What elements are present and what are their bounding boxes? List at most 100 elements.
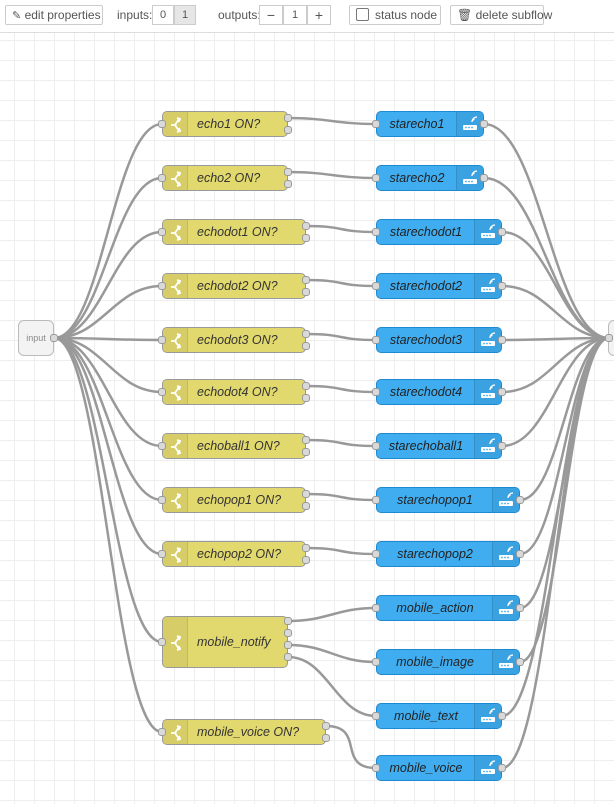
- switch-node-output-port[interactable]: [284, 126, 292, 134]
- wire-switch-to-action[interactable]: [305, 492, 377, 502]
- action-node[interactable]: starechodot4: [376, 379, 502, 405]
- switch-node-output-port[interactable]: [284, 653, 292, 661]
- switch-node-output-port[interactable]: [302, 342, 310, 350]
- action-node-output-port[interactable]: [498, 442, 506, 450]
- wire-action-to-output[interactable]: [501, 230, 610, 340]
- switch-node-output-port[interactable]: [302, 544, 310, 552]
- switch-node[interactable]: echopop1 ON?: [162, 487, 306, 513]
- switch-node[interactable]: echoball1 ON?: [162, 433, 306, 459]
- switch-node[interactable]: echo2 ON?: [162, 165, 288, 191]
- switch-node[interactable]: echodot2 ON?: [162, 273, 306, 299]
- wire-input-to-switch[interactable]: [53, 284, 163, 340]
- action-node-input-port[interactable]: [372, 120, 380, 128]
- status-node-checkbox[interactable]: [356, 8, 369, 21]
- wire-action-to-output[interactable]: [501, 284, 610, 340]
- action-node-input-port[interactable]: [372, 764, 380, 772]
- switch-node-output-port[interactable]: [302, 502, 310, 510]
- switch-node-input-port[interactable]: [158, 550, 166, 558]
- outputs-increment-button[interactable]: +: [307, 5, 331, 25]
- action-node[interactable]: starechodot3: [376, 327, 502, 353]
- switch-node-input-port[interactable]: [158, 728, 166, 736]
- switch-node-input-port[interactable]: [158, 442, 166, 450]
- delete-subflow-button[interactable]: 🗑 delete subflow: [450, 5, 552, 25]
- switch-node[interactable]: echopop2 ON?: [162, 541, 306, 567]
- wire-action-to-output[interactable]: [501, 336, 610, 448]
- action-node[interactable]: starechopop2: [376, 541, 520, 567]
- switch-node-output-port[interactable]: [302, 382, 310, 390]
- action-node-output-port[interactable]: [498, 228, 506, 236]
- switch-node[interactable]: echodot3 ON?: [162, 327, 306, 353]
- edit-properties-button[interactable]: ✎ edit properties: [5, 5, 103, 25]
- wire-switch-to-action[interactable]: [305, 384, 377, 394]
- switch-node-output-port[interactable]: [284, 629, 292, 637]
- action-node[interactable]: mobile_image: [376, 649, 520, 675]
- action-node-output-port[interactable]: [516, 604, 524, 612]
- wire-input-to-switch[interactable]: [53, 230, 163, 340]
- action-node[interactable]: mobile_text: [376, 703, 502, 729]
- wire-input-to-switch[interactable]: [53, 336, 163, 556]
- wire-switch-to-action[interactable]: [305, 332, 377, 342]
- switch-node-output-port[interactable]: [302, 330, 310, 338]
- action-node-output-port[interactable]: [516, 550, 524, 558]
- switch-node-output-port[interactable]: [322, 734, 330, 742]
- wire-input-to-switch[interactable]: [53, 336, 163, 734]
- switch-node-output-port[interactable]: [284, 180, 292, 188]
- wire-action-to-output[interactable]: [519, 336, 610, 556]
- wire-action-to-output[interactable]: [519, 336, 610, 664]
- switch-node-output-port[interactable]: [302, 288, 310, 296]
- action-node-output-port[interactable]: [498, 388, 506, 396]
- switch-node[interactable]: mobile_notify: [162, 616, 288, 668]
- wire-switch-to-action[interactable]: [287, 116, 377, 126]
- switch-node-input-port[interactable]: [158, 174, 166, 182]
- wire-switch-to-action[interactable]: [287, 170, 377, 180]
- switch-node[interactable]: echodot4 ON?: [162, 379, 306, 405]
- wire-input-to-switch[interactable]: [53, 176, 163, 340]
- wire-input-to-switch[interactable]: [53, 336, 163, 644]
- action-node-input-port[interactable]: [372, 388, 380, 396]
- action-node-output-port[interactable]: [498, 712, 506, 720]
- action-node-output-port[interactable]: [498, 336, 506, 344]
- wire-switch-to-action[interactable]: [305, 278, 377, 288]
- switch-node-output-port[interactable]: [302, 394, 310, 402]
- wire-switch-to-action[interactable]: [287, 606, 377, 623]
- wire-input-to-switch[interactable]: [53, 336, 163, 502]
- switch-node-output-port[interactable]: [284, 641, 292, 649]
- action-node-input-port[interactable]: [372, 658, 380, 666]
- switch-node-output-port[interactable]: [302, 436, 310, 444]
- action-node[interactable]: starechoball1: [376, 433, 502, 459]
- action-node-input-port[interactable]: [372, 174, 380, 182]
- wire-action-to-output[interactable]: [501, 336, 610, 770]
- action-node-input-port[interactable]: [372, 712, 380, 720]
- switch-node-output-port[interactable]: [302, 556, 310, 564]
- action-node-output-port[interactable]: [480, 120, 488, 128]
- action-node[interactable]: starecho1: [376, 111, 484, 137]
- switch-node-output-port[interactable]: [302, 234, 310, 242]
- switch-node-output-port[interactable]: [284, 168, 292, 176]
- action-node-input-port[interactable]: [372, 442, 380, 450]
- wire-action-to-output[interactable]: [501, 336, 610, 394]
- action-node[interactable]: mobile_action: [376, 595, 520, 621]
- switch-node-output-port[interactable]: [284, 617, 292, 625]
- switch-node[interactable]: mobile_voice ON?: [162, 719, 326, 745]
- switch-node[interactable]: echodot1 ON?: [162, 219, 306, 245]
- switch-node-output-port[interactable]: [284, 114, 292, 122]
- switch-node[interactable]: echo1 ON?: [162, 111, 288, 137]
- action-node-input-port[interactable]: [372, 604, 380, 612]
- action-node-output-port[interactable]: [480, 174, 488, 182]
- switch-node-input-port[interactable]: [158, 388, 166, 396]
- switch-node-output-port[interactable]: [302, 276, 310, 284]
- switch-node-input-port[interactable]: [158, 496, 166, 504]
- wire-input-to-switch[interactable]: [53, 336, 163, 448]
- wire-action-to-output[interactable]: [501, 336, 610, 342]
- action-node-input-port[interactable]: [372, 228, 380, 236]
- inputs-option-0[interactable]: 0: [152, 5, 174, 25]
- wire-switch-to-action[interactable]: [305, 224, 377, 234]
- action-node-output-port[interactable]: [516, 658, 524, 666]
- wire-input-to-switch[interactable]: [53, 122, 163, 340]
- switch-node-input-port[interactable]: [158, 282, 166, 290]
- action-node-output-port[interactable]: [498, 282, 506, 290]
- action-node-input-port[interactable]: [372, 550, 380, 558]
- action-node[interactable]: starechopop1: [376, 487, 520, 513]
- switch-node-output-port[interactable]: [302, 448, 310, 456]
- wire-action-to-output[interactable]: [483, 122, 610, 340]
